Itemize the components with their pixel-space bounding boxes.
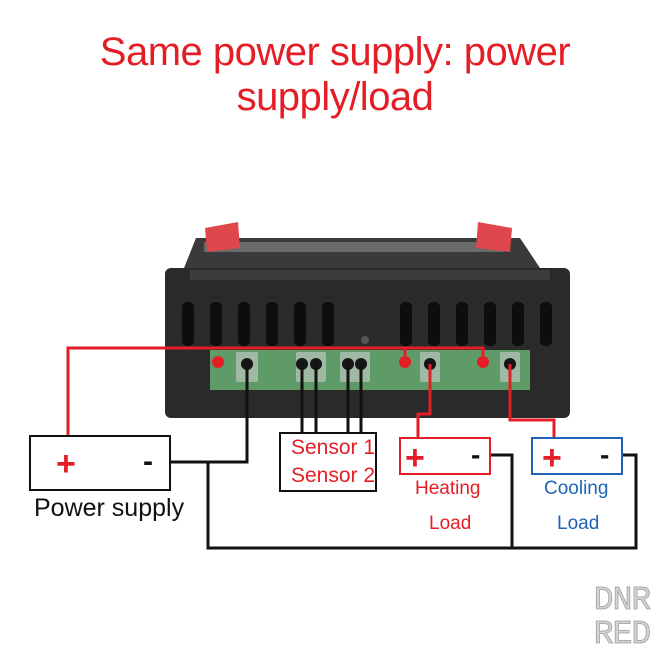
- power-supply-plus: +: [56, 445, 76, 483]
- sensor-2-label: Sensor 2: [291, 464, 376, 487]
- cooling-load-label-line2: Load: [557, 513, 600, 534]
- heating-load-minus: -: [471, 439, 481, 470]
- device-label-sticker: [204, 242, 504, 252]
- cooling-load-label-line1: Cooling: [544, 478, 609, 499]
- cooling-load-box: [531, 437, 623, 475]
- heating-load-wire: [416, 364, 432, 438]
- sensor-box: [279, 432, 377, 492]
- cooling-load-wire: [508, 364, 556, 438]
- housing-screw: [361, 336, 369, 344]
- watermark: DNR RED: [593, 582, 651, 653]
- heating-load-label-line1: Heating: [415, 478, 481, 499]
- cooling-load-minus: -: [600, 439, 610, 470]
- thermostat-controller: [165, 222, 570, 418]
- power-negative-wire: [170, 364, 249, 464]
- power-supply-box: [29, 435, 171, 491]
- power-supply-minus: -: [143, 445, 153, 478]
- sensor-1-label: Sensor 1: [291, 436, 376, 459]
- common-return-wire: [206, 453, 638, 550]
- diagram-title: Same power supply: power supply/load: [99, 30, 571, 119]
- heating-load-plus: +: [405, 439, 425, 477]
- right-mounting-clip: [476, 222, 512, 252]
- heating-load-label-line2: Load: [429, 513, 472, 534]
- heating-return-wire: [490, 453, 514, 548]
- cooling-load-plus: +: [542, 439, 562, 477]
- left-mounting-clip: [205, 222, 240, 252]
- power-supply-label: Power supply: [34, 494, 185, 522]
- sensor-wires: [300, 364, 363, 433]
- heating-load-box: [399, 437, 491, 475]
- red-supply-wire: [66, 346, 485, 440]
- vent-slots: [182, 302, 552, 346]
- device-top-rim: [190, 270, 550, 280]
